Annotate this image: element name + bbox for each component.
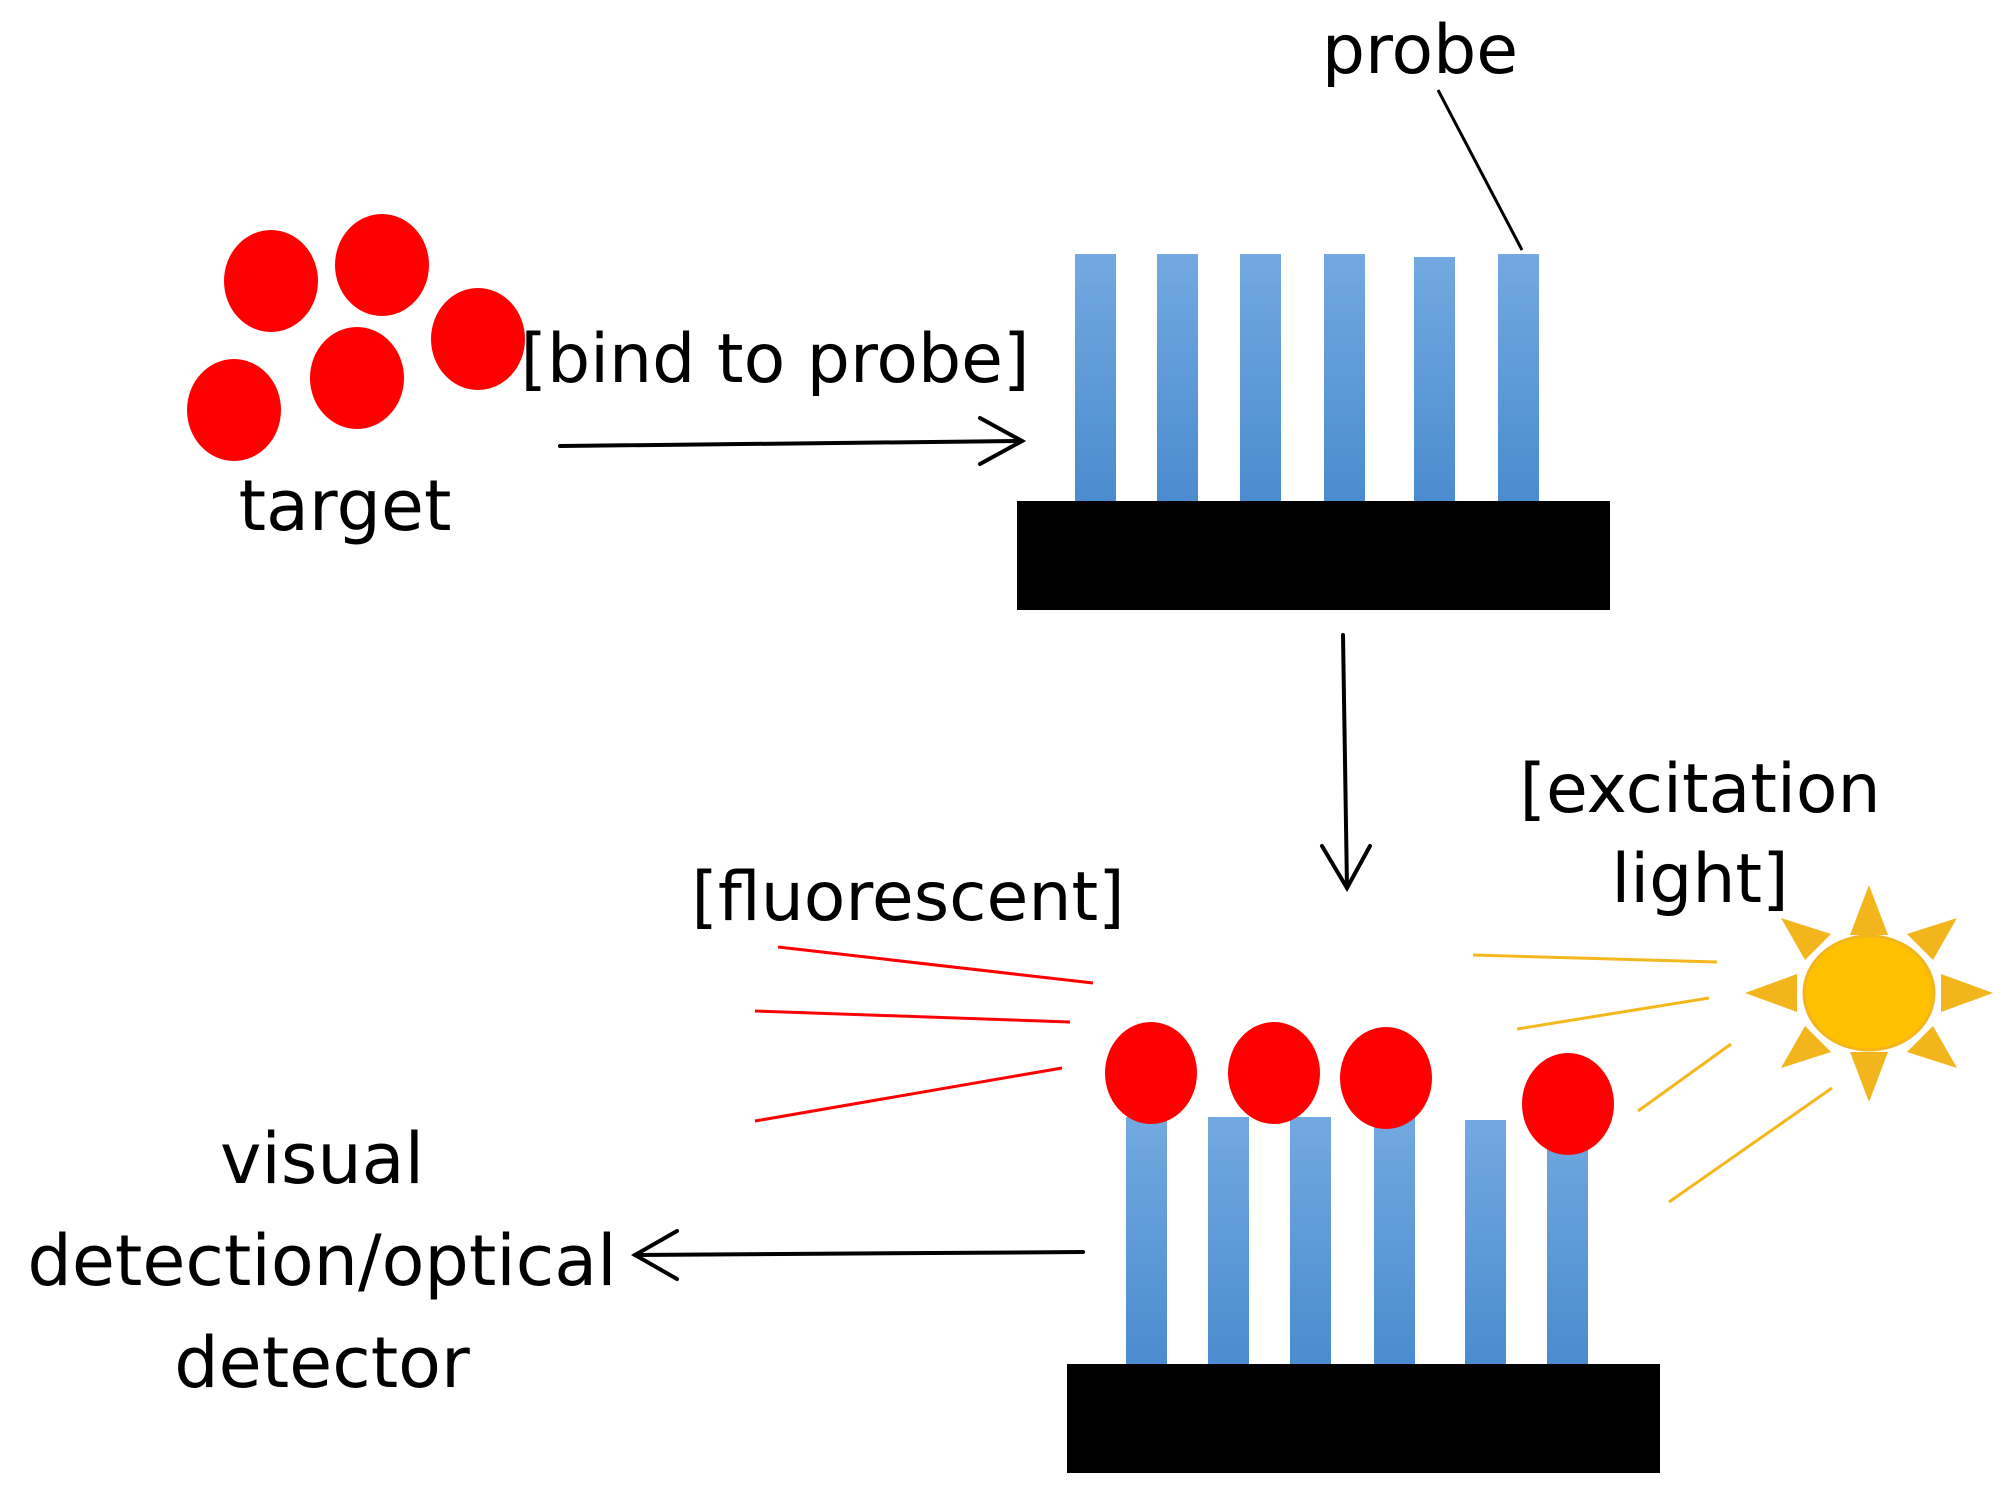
- probe-strand: [1157, 254, 1198, 501]
- bind-label: [bind to probe]: [520, 320, 1029, 399]
- bound-target: [1340, 1027, 1432, 1129]
- bound-targets: [1105, 1022, 1614, 1155]
- target-particles: [187, 214, 525, 461]
- substrate-top: [1017, 501, 1610, 610]
- detection-label-line3: detector: [174, 1322, 470, 1404]
- probe-strand: [1208, 1117, 1249, 1364]
- probe-strand: [1374, 1117, 1415, 1364]
- probe-strand: [1126, 1117, 1167, 1364]
- down-arrow: [1320, 633, 1372, 893]
- target-label: target: [239, 465, 452, 547]
- detection-label-line2: detection/optical: [27, 1220, 616, 1302]
- target-particle: [224, 230, 318, 332]
- probe-strand: [1498, 254, 1539, 501]
- bound-target: [1105, 1022, 1197, 1124]
- probe-strand: [1414, 257, 1455, 504]
- excitation-label-line1: [excitation: [1519, 750, 1880, 829]
- probe-strand: [1324, 254, 1365, 501]
- bound-target: [1228, 1022, 1320, 1124]
- emission-lines: [754, 945, 1094, 1123]
- sun-icon: [1745, 885, 1993, 1102]
- probe-array-bottom: [1126, 1117, 1588, 1367]
- detection-label-line1: visual: [220, 1118, 424, 1200]
- target-particle: [310, 327, 404, 429]
- probe-strand: [1240, 254, 1281, 501]
- substrate-bottom: [1067, 1364, 1660, 1473]
- probe-strand: [1465, 1120, 1506, 1367]
- probe-leader-line: [1436, 89, 1524, 251]
- excitation-lines: [1472, 953, 1833, 1204]
- target-particle: [431, 288, 525, 390]
- detection-arrow: [630, 1229, 1085, 1281]
- probe-label: probe: [1322, 11, 1518, 90]
- probe-strand: [1075, 254, 1116, 501]
- fluorescent-label: [fluorescent]: [691, 858, 1124, 937]
- probe-strand: [1290, 1117, 1331, 1364]
- target-particle: [335, 214, 429, 316]
- probe-strand: [1547, 1117, 1588, 1364]
- bound-target: [1522, 1053, 1614, 1155]
- probe-array-top: [1075, 254, 1539, 504]
- bind-arrow: [558, 416, 1027, 466]
- target-particle: [187, 359, 281, 461]
- excitation-label-line2: light]: [1611, 840, 1788, 919]
